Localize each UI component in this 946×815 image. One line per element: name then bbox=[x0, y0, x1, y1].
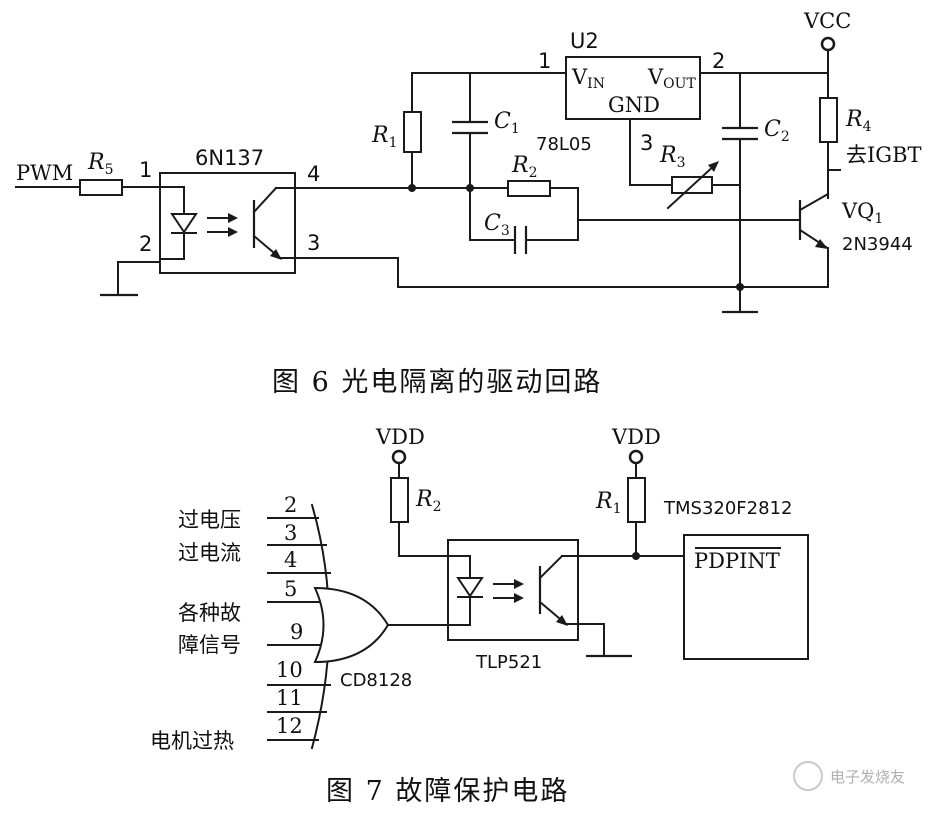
fig6-drive-circuit: PWM R5 1 6N137 2 4 3 bbox=[15, 9, 922, 398]
fig7-label-motor-overheat: 电机过热 bbox=[150, 729, 234, 753]
watermark-logo-icon bbox=[793, 761, 823, 791]
fig7-pin-2: 2 bbox=[284, 493, 297, 517]
fig6-opto-label: 6N137 bbox=[195, 146, 264, 170]
fig6-reg-pin2: 2 bbox=[712, 49, 725, 73]
fig6-r3-label: R3 bbox=[659, 143, 686, 171]
fig6-pin4-label: 4 bbox=[307, 162, 320, 186]
fig7-pdpint-label: PDPINT bbox=[694, 549, 780, 573]
fig7-or-gate bbox=[313, 586, 390, 664]
fig6-c2-label: C2 bbox=[764, 117, 790, 145]
fig6-transistor-part: 2N3944 bbox=[842, 234, 913, 255]
fig6-regulator-body bbox=[565, 56, 701, 120]
fig7-gate-label: CD8128 bbox=[340, 670, 412, 691]
fig7-vdd-right-terminal bbox=[628, 449, 644, 465]
fig6-r3-adjust-arrow bbox=[666, 162, 718, 210]
fig6-r3-arrowhead bbox=[708, 161, 719, 172]
fig7-label-fault-1: 各种故 bbox=[178, 601, 241, 625]
fig7-light-arrowhead-1 bbox=[514, 579, 524, 589]
fig7-vdd-right-label: VDD bbox=[611, 425, 661, 449]
fig7-label-overcurrent: 过电流 bbox=[178, 541, 241, 565]
fig6-pin3-label: 3 bbox=[307, 231, 320, 255]
fig6-vcc-label: VCC bbox=[803, 9, 851, 33]
fig7-led-triangle bbox=[456, 577, 484, 598]
fig6-vcc-terminal bbox=[820, 36, 836, 52]
fig6-reg-part: 78L05 bbox=[536, 134, 592, 155]
fig7-light-arrowhead-2 bbox=[514, 593, 524, 603]
fig6-r2-label: R2 bbox=[511, 153, 538, 181]
fig7-pin-9: 9 bbox=[290, 620, 303, 644]
fig7-mcu-label: TMS320F2812 bbox=[663, 498, 792, 519]
fig6-phototransistor-collector bbox=[252, 186, 278, 214]
fig6-r5-resistor bbox=[79, 179, 123, 196]
fig6-r2-resistor bbox=[507, 180, 551, 197]
fig7-pin-11: 11 bbox=[276, 686, 303, 710]
fig7-fault-circuit: 过电压 过电流 各种故 障信号 电机过热 2 3 4 5 9 10 11 12 … bbox=[150, 425, 809, 807]
fig7-pin-3: 3 bbox=[284, 521, 297, 545]
fig7-label-overvoltage: 过电压 bbox=[178, 508, 241, 532]
fig6-vin-label: VIN bbox=[571, 65, 605, 92]
fig6-r1-resistor bbox=[403, 111, 422, 153]
fig6-reg-pin1: 1 bbox=[538, 49, 551, 73]
fig6-vq1-arrow bbox=[815, 239, 828, 249]
fig6-junction-r1 bbox=[408, 184, 416, 192]
fig6-vout-label: VOUT bbox=[647, 65, 696, 92]
fig7-caption: 图 7 故障保护电路 bbox=[326, 776, 569, 807]
fig6-vq1-collector bbox=[798, 192, 830, 212]
fig6-pin1-label: 1 bbox=[139, 158, 152, 182]
fig7-pin-12: 12 bbox=[276, 714, 303, 738]
fig7-phototransistor-collector bbox=[538, 554, 564, 580]
fig7-r1-label: R1 bbox=[595, 489, 622, 517]
fig7-r1-resistor bbox=[627, 477, 646, 523]
fig6-u2-label: U2 bbox=[570, 29, 599, 53]
fig7-r2-label: R2 bbox=[415, 487, 442, 515]
fig6-c3-label: C3 bbox=[484, 211, 510, 239]
fig6-vq1-label: VQ1 bbox=[841, 199, 883, 227]
fig7-pin-4: 4 bbox=[284, 548, 297, 572]
fig7-opto-label: TLP521 bbox=[475, 652, 542, 673]
fig6-r1-label: R1 bbox=[371, 123, 398, 151]
fig6-pwm-label: PWM bbox=[16, 161, 73, 185]
watermark-text: 电子发烧友 bbox=[830, 768, 905, 786]
fig7-vdd-left-label: VDD bbox=[375, 425, 425, 449]
fig6-junction-ground bbox=[736, 283, 744, 291]
fig7-pin-5: 5 bbox=[284, 577, 297, 601]
fig6-r4-resistor bbox=[819, 97, 838, 143]
fig6-r5-label: R5 bbox=[87, 150, 114, 178]
fig6-to-igbt-label: 去IGBT bbox=[846, 143, 922, 167]
fig7-mcu-body bbox=[683, 534, 809, 660]
fig6-gnd-label: GND bbox=[608, 93, 660, 117]
fig6-caption: 图 6 光电隔离的驱动回路 bbox=[272, 367, 602, 398]
fig6-led-triangle bbox=[170, 213, 198, 234]
fig6-light-arrowhead-1 bbox=[228, 213, 238, 223]
fig6-pin2-label: 2 bbox=[139, 232, 152, 256]
fig7-pin-10: 10 bbox=[276, 658, 303, 682]
fig7-label-fault-2: 障信号 bbox=[178, 633, 241, 657]
fig7-vdd-left-terminal bbox=[391, 449, 407, 465]
fig6-r4-label: R4 bbox=[845, 107, 872, 135]
watermark: 电子发烧友 bbox=[793, 761, 905, 791]
fig6-reg-pin3: 3 bbox=[640, 131, 653, 155]
fig6-c1-label: C1 bbox=[494, 109, 520, 137]
fig7-r2-resistor bbox=[390, 477, 409, 523]
fig6-light-arrowhead-2 bbox=[228, 227, 238, 237]
